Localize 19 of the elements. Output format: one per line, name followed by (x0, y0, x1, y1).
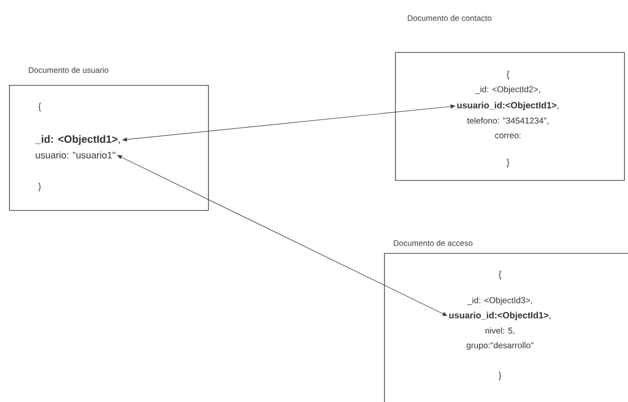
field-line: usuario_id:<ObjectId1>, (449, 312, 550, 320)
node-label: { (38, 102, 42, 112)
field-line: grupo:"desarrollo" (466, 342, 534, 350)
heading: Documento de contacto (408, 15, 492, 21)
node-label: } (506, 158, 510, 168)
field-line: telefono: "34541234", (467, 117, 548, 125)
node-label: } (498, 372, 502, 380)
field-line: _id: <ObjectId3>, (467, 297, 532, 305)
field-line: correo: (495, 134, 520, 138)
field-line: _id: <ObjectId1>, (35, 135, 120, 145)
field-line: usuario: "usuario1" (36, 152, 116, 158)
heading: Documento de acceso (394, 240, 472, 246)
field-line: nivel: 5, (486, 327, 514, 335)
heading: Documento de usuario (28, 67, 108, 73)
node-label: } (38, 182, 42, 192)
node-label: { (498, 270, 502, 280)
node-label: { (506, 70, 510, 80)
field-line: usuario_id:<ObjectId1>, (457, 102, 558, 110)
field-line: _id: <ObjectId2>, (475, 86, 540, 94)
